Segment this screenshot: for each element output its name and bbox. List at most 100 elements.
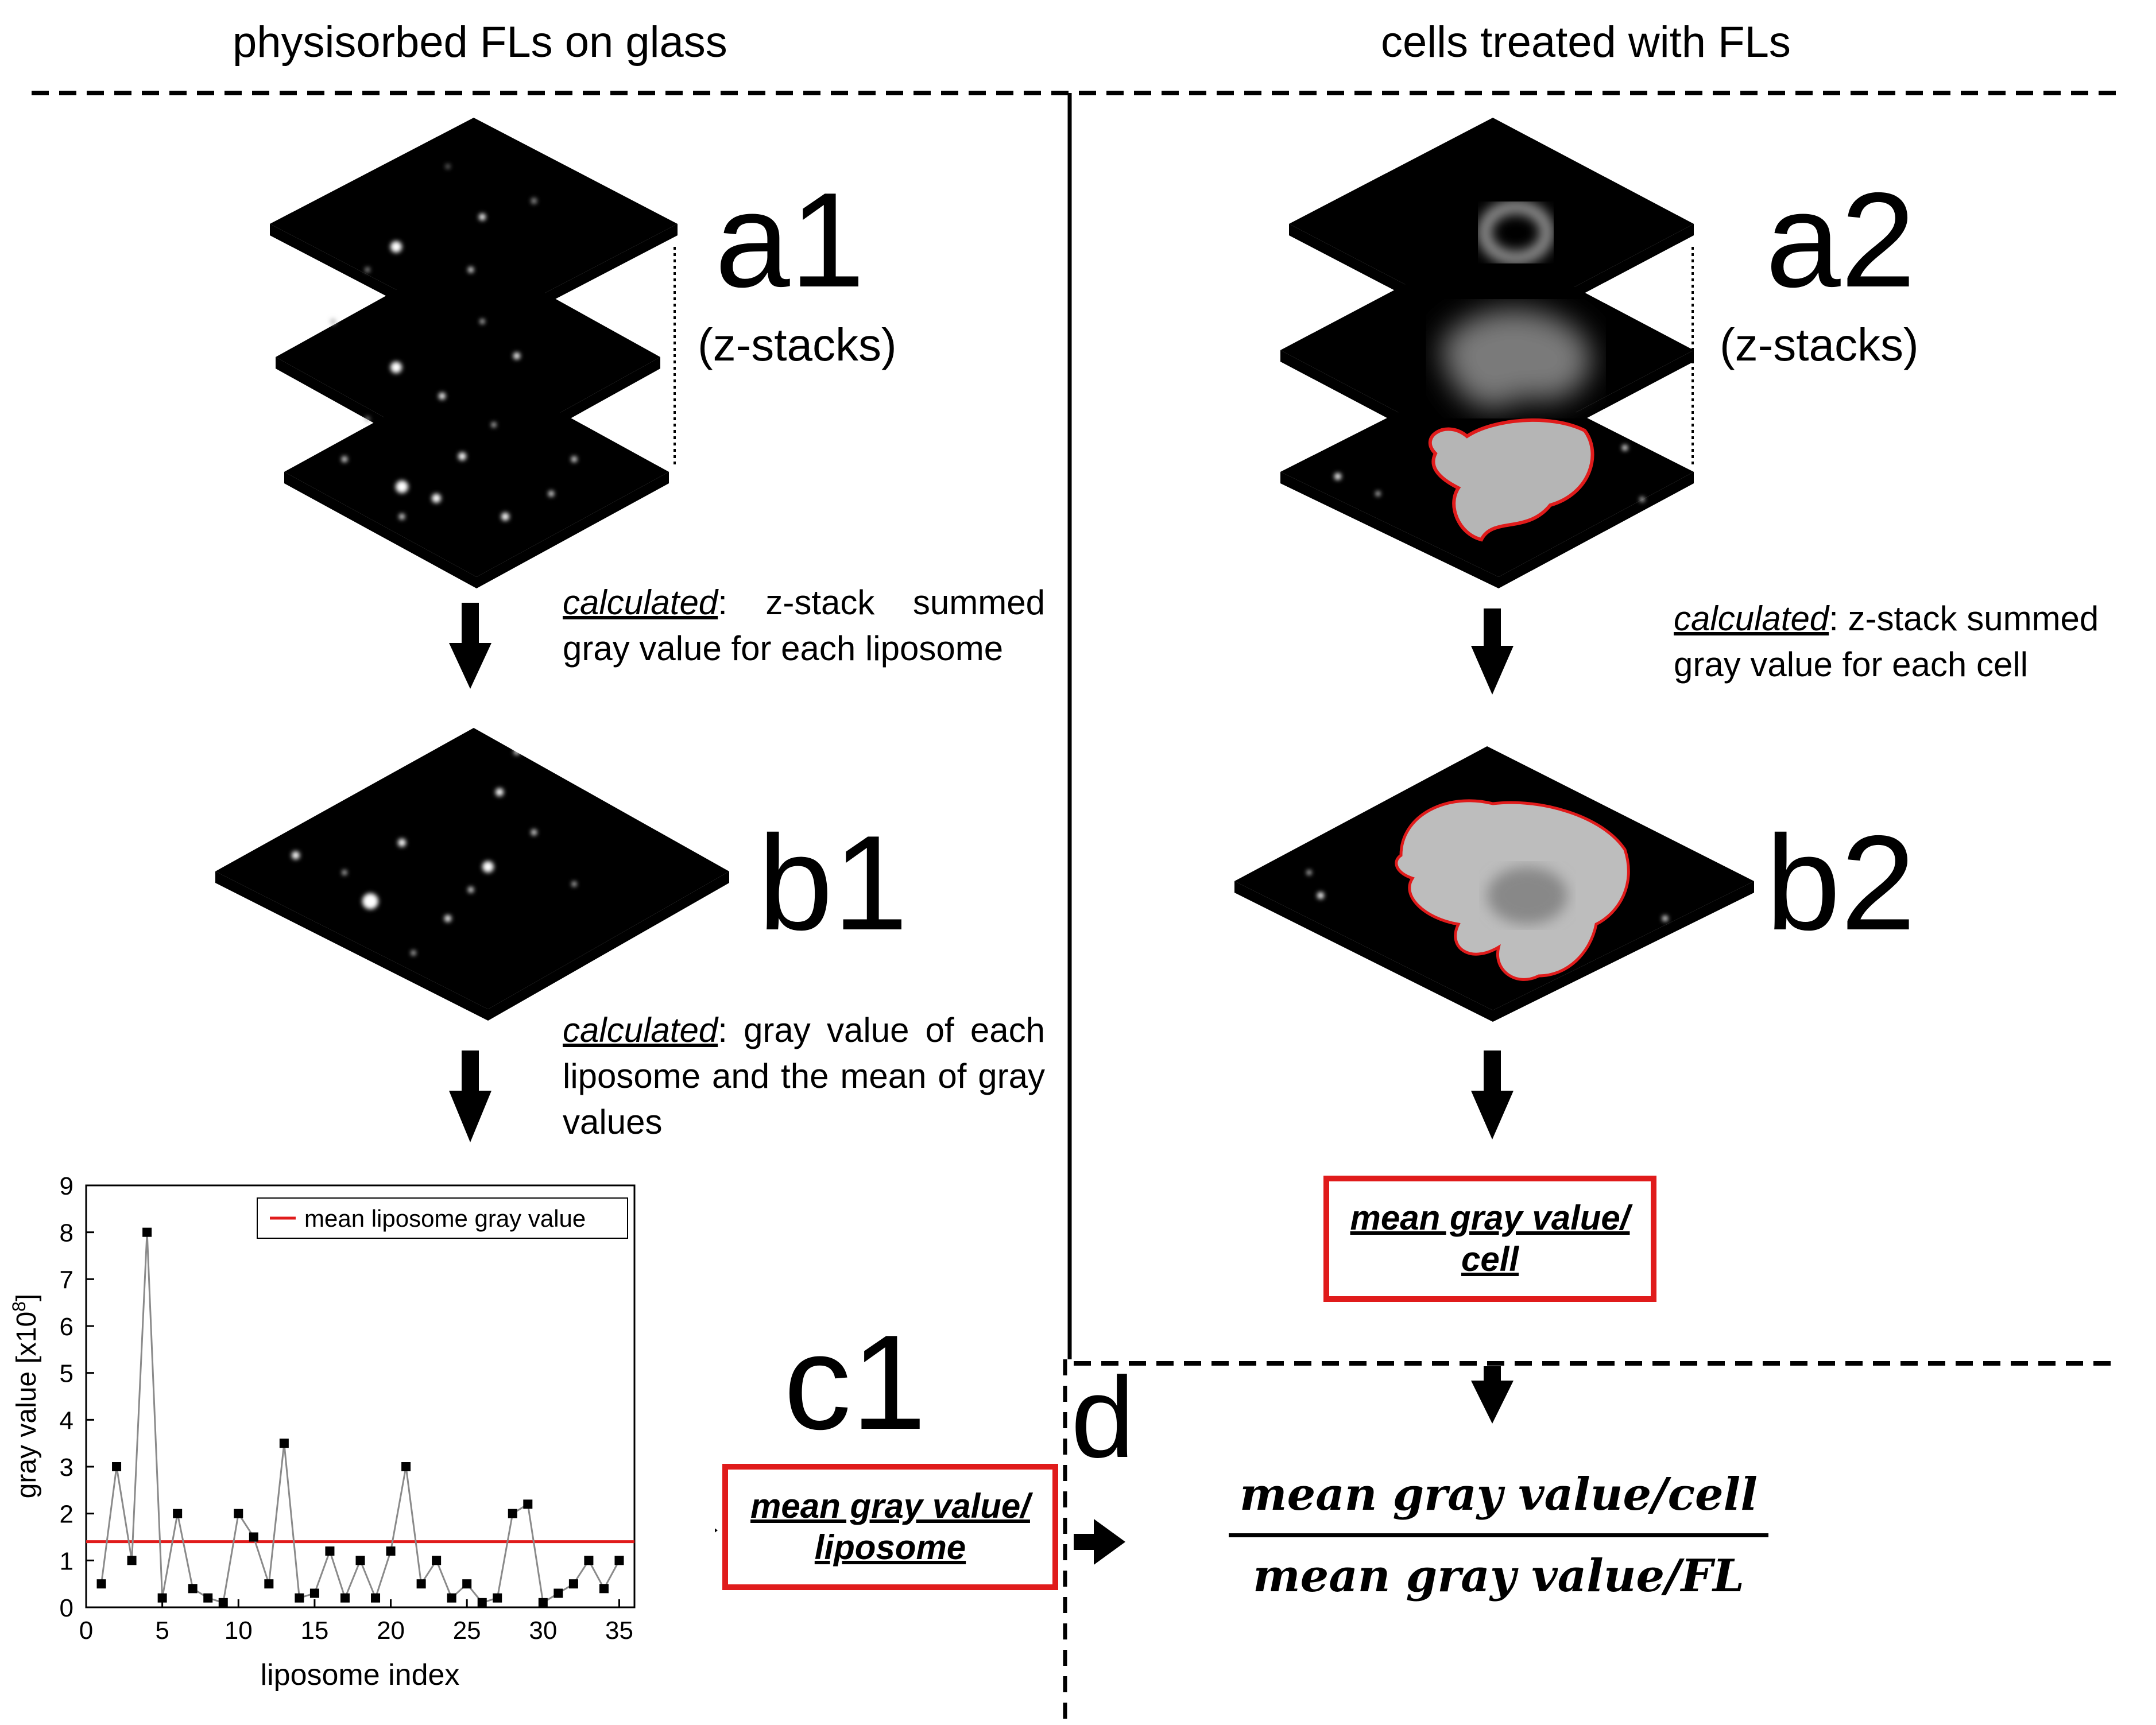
data-point xyxy=(96,1579,106,1589)
chart-ylabel-exp: 8 xyxy=(9,1301,29,1312)
data-point xyxy=(401,1462,411,1471)
legend-text: mean liposome gray value xyxy=(304,1205,586,1232)
data-point xyxy=(309,1588,319,1598)
liposome-box-line2: liposome xyxy=(814,1528,966,1567)
step-right-1-emph: calculated xyxy=(1674,599,1829,638)
data-point xyxy=(340,1593,350,1603)
step-left-1-emph: calculated xyxy=(563,583,718,622)
mean-gray-value-liposome-box: mean gray value/ liposome xyxy=(722,1464,1058,1590)
data-point xyxy=(157,1593,167,1603)
x-tick-label: 35 xyxy=(605,1617,633,1645)
x-tick-label: 0 xyxy=(79,1617,93,1645)
label-d: d xyxy=(1071,1354,1135,1482)
data-point xyxy=(188,1584,198,1594)
data-point xyxy=(508,1509,517,1518)
a2-zstack-images xyxy=(1280,118,1694,588)
label-b1: b1 xyxy=(758,807,908,958)
data-point xyxy=(416,1579,426,1589)
data-point xyxy=(493,1593,502,1603)
b2-summed-cell-image xyxy=(1234,746,1754,1022)
label-a1: a1 xyxy=(715,164,865,315)
x-tick-label: 20 xyxy=(377,1617,405,1645)
data-point xyxy=(386,1546,396,1556)
chart-ylabel: gray value [x108] xyxy=(9,1294,42,1499)
x-tick-label: 10 xyxy=(224,1617,253,1645)
formula-fraction-bar xyxy=(1229,1533,1768,1537)
a2-layer-top xyxy=(1289,118,1694,342)
step-left-1-text: : z-stack summed gray value for each lip… xyxy=(563,583,1045,668)
step-right-1: calculated: z-stack summed gray value fo… xyxy=(1674,596,2150,688)
data-point xyxy=(218,1598,228,1607)
data-point xyxy=(371,1593,381,1603)
x-tick-label: 15 xyxy=(300,1617,328,1645)
data-point xyxy=(462,1579,472,1589)
chart-xlabel: liposome index xyxy=(261,1658,460,1692)
y-tick-label: 7 xyxy=(60,1266,73,1294)
data-point xyxy=(355,1556,365,1565)
formula-numerator: mean gray value/cell xyxy=(1240,1468,1758,1521)
x-tick-label: 30 xyxy=(529,1617,557,1645)
chart-xlabel-text: liposome index xyxy=(261,1658,460,1692)
data-point xyxy=(249,1532,258,1542)
y-tick-label: 5 xyxy=(60,1360,73,1388)
data-point xyxy=(538,1598,548,1607)
data-point xyxy=(447,1593,456,1603)
x-tick-label: 25 xyxy=(453,1617,481,1645)
label-a2: a2 xyxy=(1766,164,1916,315)
legend: mean liposome gray value xyxy=(257,1197,628,1239)
a1-zstack-images xyxy=(270,118,678,588)
b1-summed-image xyxy=(215,728,729,1021)
x-tick-label: 5 xyxy=(155,1617,169,1645)
data-point xyxy=(432,1556,442,1565)
chart-ylabel-close: ] xyxy=(11,1294,42,1301)
step-left-1: calculated: z-stack summed gray value fo… xyxy=(563,580,1045,672)
arrow-a1-to-b1 xyxy=(449,603,491,689)
data-point xyxy=(279,1439,289,1448)
step-left-2-text: : gray value of each liposome and the me… xyxy=(563,1011,1045,1141)
data-point xyxy=(173,1509,183,1518)
data-point xyxy=(599,1584,609,1594)
a1-layer-top xyxy=(270,118,678,342)
label-b2: b2 xyxy=(1766,807,1916,958)
y-tick-label: 3 xyxy=(60,1453,73,1482)
formula-denominator: mean gray value/FL xyxy=(1253,1550,1744,1602)
data-point xyxy=(325,1546,335,1556)
arrow-box-to-formula xyxy=(1471,1366,1514,1424)
header-right: cells treated with FLs xyxy=(1381,18,1791,67)
y-tick-label: 8 xyxy=(60,1219,73,1247)
series-line xyxy=(100,1232,620,1604)
data-point xyxy=(295,1593,304,1603)
data-point xyxy=(477,1598,487,1607)
zstacks-left-label: (z-stacks) xyxy=(698,319,897,370)
data-point xyxy=(142,1227,152,1237)
data-point xyxy=(584,1556,594,1565)
chart-frame xyxy=(85,1184,636,1608)
mean-gray-value-cell-box: mean gray value/ cell xyxy=(1323,1176,1656,1302)
arrow-liposome-box-to-formula xyxy=(1074,1519,1125,1565)
data-point xyxy=(523,1499,533,1509)
header-left: physisorbed FLs on glass xyxy=(233,18,727,67)
y-tick-label: 1 xyxy=(60,1547,73,1575)
y-tick-label: 4 xyxy=(60,1406,73,1435)
arrow-b1-to-c1 xyxy=(449,1050,491,1142)
data-point xyxy=(112,1462,122,1471)
zstacks-right-label: (z-stacks) xyxy=(1720,319,1919,370)
arrow-b2-to-box xyxy=(1471,1050,1514,1139)
cell-box-line1: mean gray value/ xyxy=(1350,1199,1630,1237)
y-tick-label: 0 xyxy=(60,1594,73,1622)
arrow-a2-to-b2 xyxy=(1471,608,1514,695)
cell-box-line2: cell xyxy=(1461,1240,1519,1278)
a1-liposome-dots xyxy=(330,164,577,521)
data-point xyxy=(553,1588,563,1598)
chart-ylabel-text: gray value [x10 xyxy=(11,1312,42,1499)
a1-layer-bottom xyxy=(284,366,669,588)
data-point xyxy=(127,1556,137,1565)
data-point xyxy=(203,1593,213,1603)
liposome-box-line1: mean gray value/ xyxy=(750,1487,1030,1525)
y-tick-label: 2 xyxy=(60,1501,73,1529)
data-point xyxy=(264,1579,274,1589)
y-tick-label: 9 xyxy=(60,1172,73,1200)
ratio-formula: mean gray value/cell mean gray value/FL xyxy=(1229,1468,1768,1602)
